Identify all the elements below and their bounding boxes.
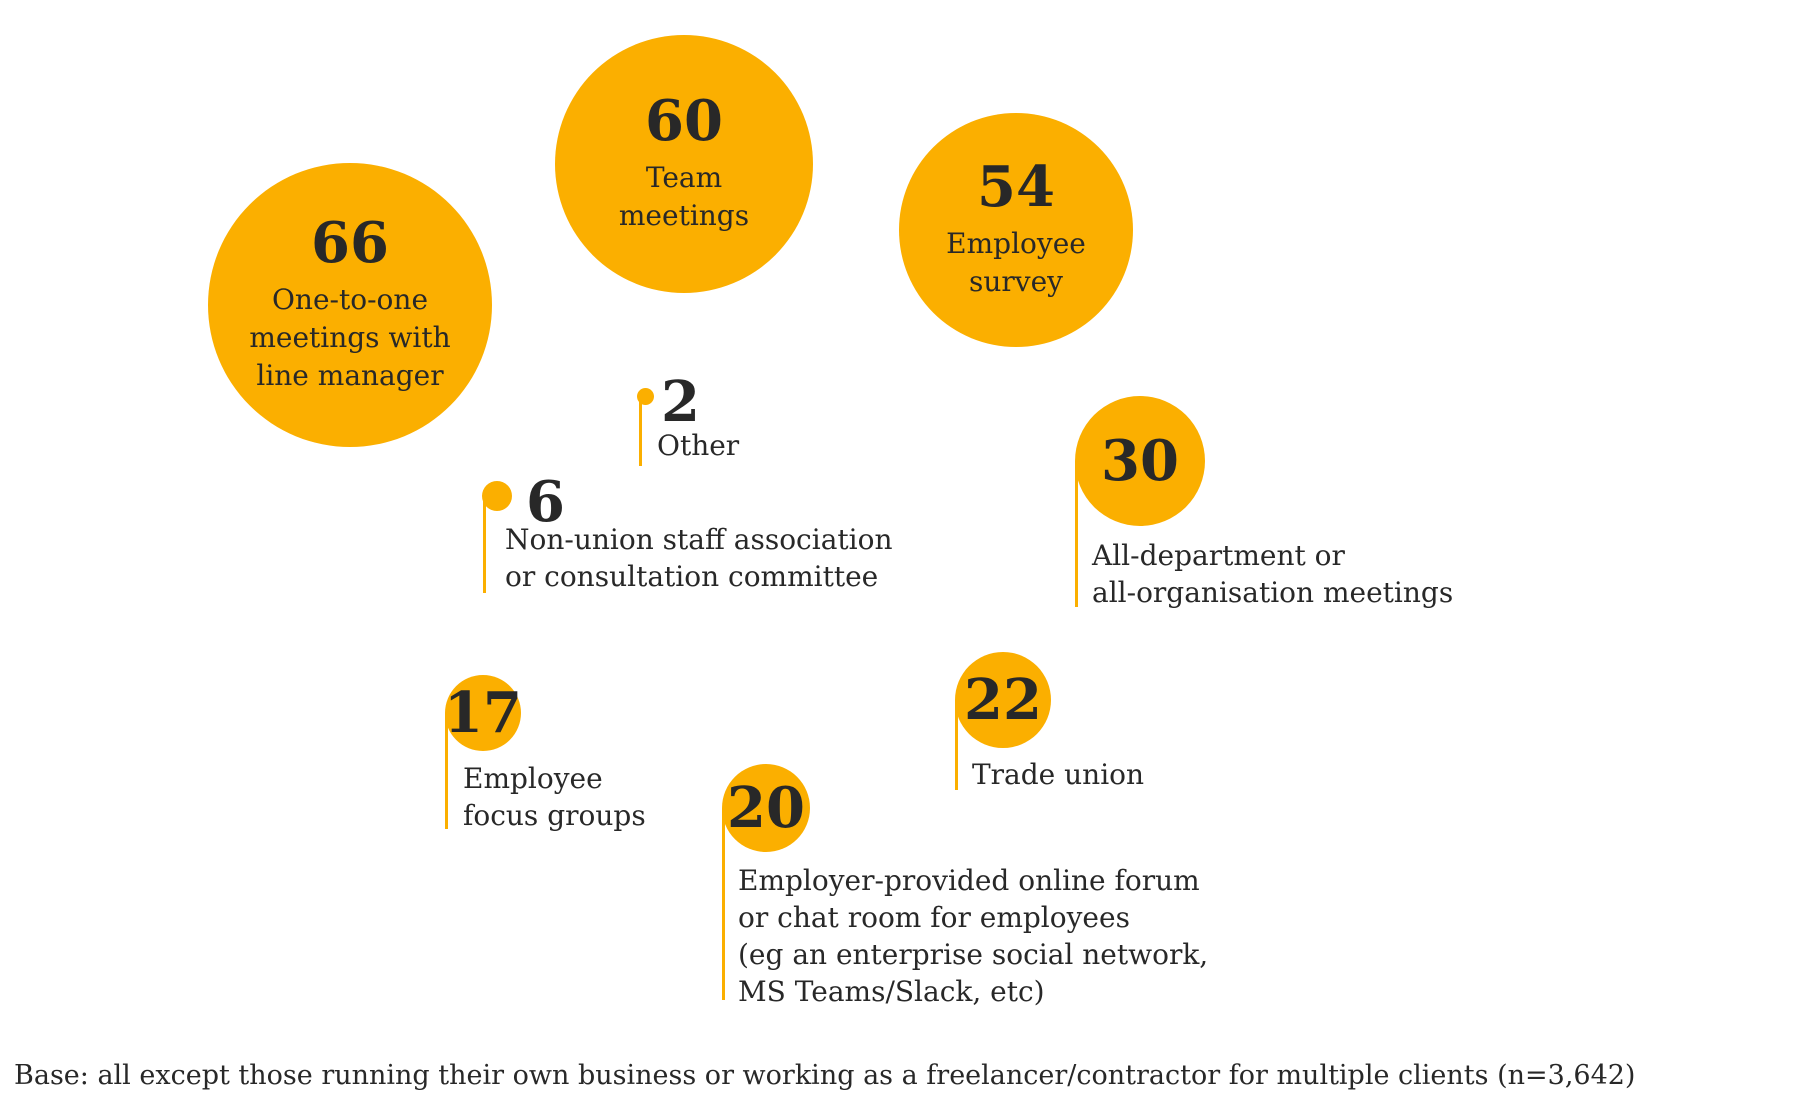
all-department-leader-line <box>1075 461 1078 607</box>
bubble-non-union-dot <box>482 481 512 511</box>
bubble-online-forum-label: Employer-provided online forum or chat r… <box>738 864 1209 1008</box>
bubble-trade-union-label: Trade union <box>972 758 1145 791</box>
bubble-employee-survey-label: Employee survey <box>946 227 1086 298</box>
bubble-online-forum-value: 20 <box>727 775 805 841</box>
bubble-other-label: Other <box>657 429 740 462</box>
bubble-employee-survey-circle: 54 Employee survey <box>899 113 1133 347</box>
bubble-focus-groups-circle: 17 <box>444 675 522 751</box>
trade-union-leader-line <box>955 700 958 790</box>
bubble-all-department-label: All-department or all-organisation meeti… <box>1092 539 1454 609</box>
bubble-all-department-value: 30 <box>1101 428 1179 494</box>
other-leader-line <box>639 396 642 466</box>
bubble-other-dot <box>637 388 654 405</box>
online-forum-leader-line <box>722 808 725 1000</box>
bubble-focus-groups-label: Employee focus groups <box>463 762 646 832</box>
bubble-trade-union-circle: 22 <box>955 652 1051 748</box>
bubble-online-forum-circle: 20 <box>722 764 810 852</box>
focus-groups-leader-line <box>445 713 448 829</box>
bubble-other-value: 2 <box>661 369 700 435</box>
bubble-one-to-one-value: 66 <box>311 210 389 276</box>
bubble-one-to-one-circle: 66 One-to-one meetings with line manager <box>208 163 492 447</box>
bubble-team-meetings-circle: 60 Team meetings <box>555 35 813 293</box>
bubble-non-union-label: Non-union staff association or consultat… <box>505 523 893 593</box>
bubble-team-meetings-value: 60 <box>645 88 723 154</box>
bubble-one-to-one-label: One-to-one meetings with line manager <box>249 283 451 392</box>
base-note: Base: all except those running their own… <box>14 1060 1636 1091</box>
bubble-trade-union-value: 22 <box>964 667 1042 733</box>
bubble-non-union-value: 6 <box>526 469 565 535</box>
non-union-leader-line <box>483 496 486 593</box>
bubble-team-meetings-label: Team meetings <box>618 161 750 232</box>
bubble-all-department-circle: 30 <box>1075 396 1205 526</box>
bubble-employee-survey-value: 54 <box>977 154 1055 220</box>
bubble-focus-groups-value: 17 <box>444 680 522 746</box>
